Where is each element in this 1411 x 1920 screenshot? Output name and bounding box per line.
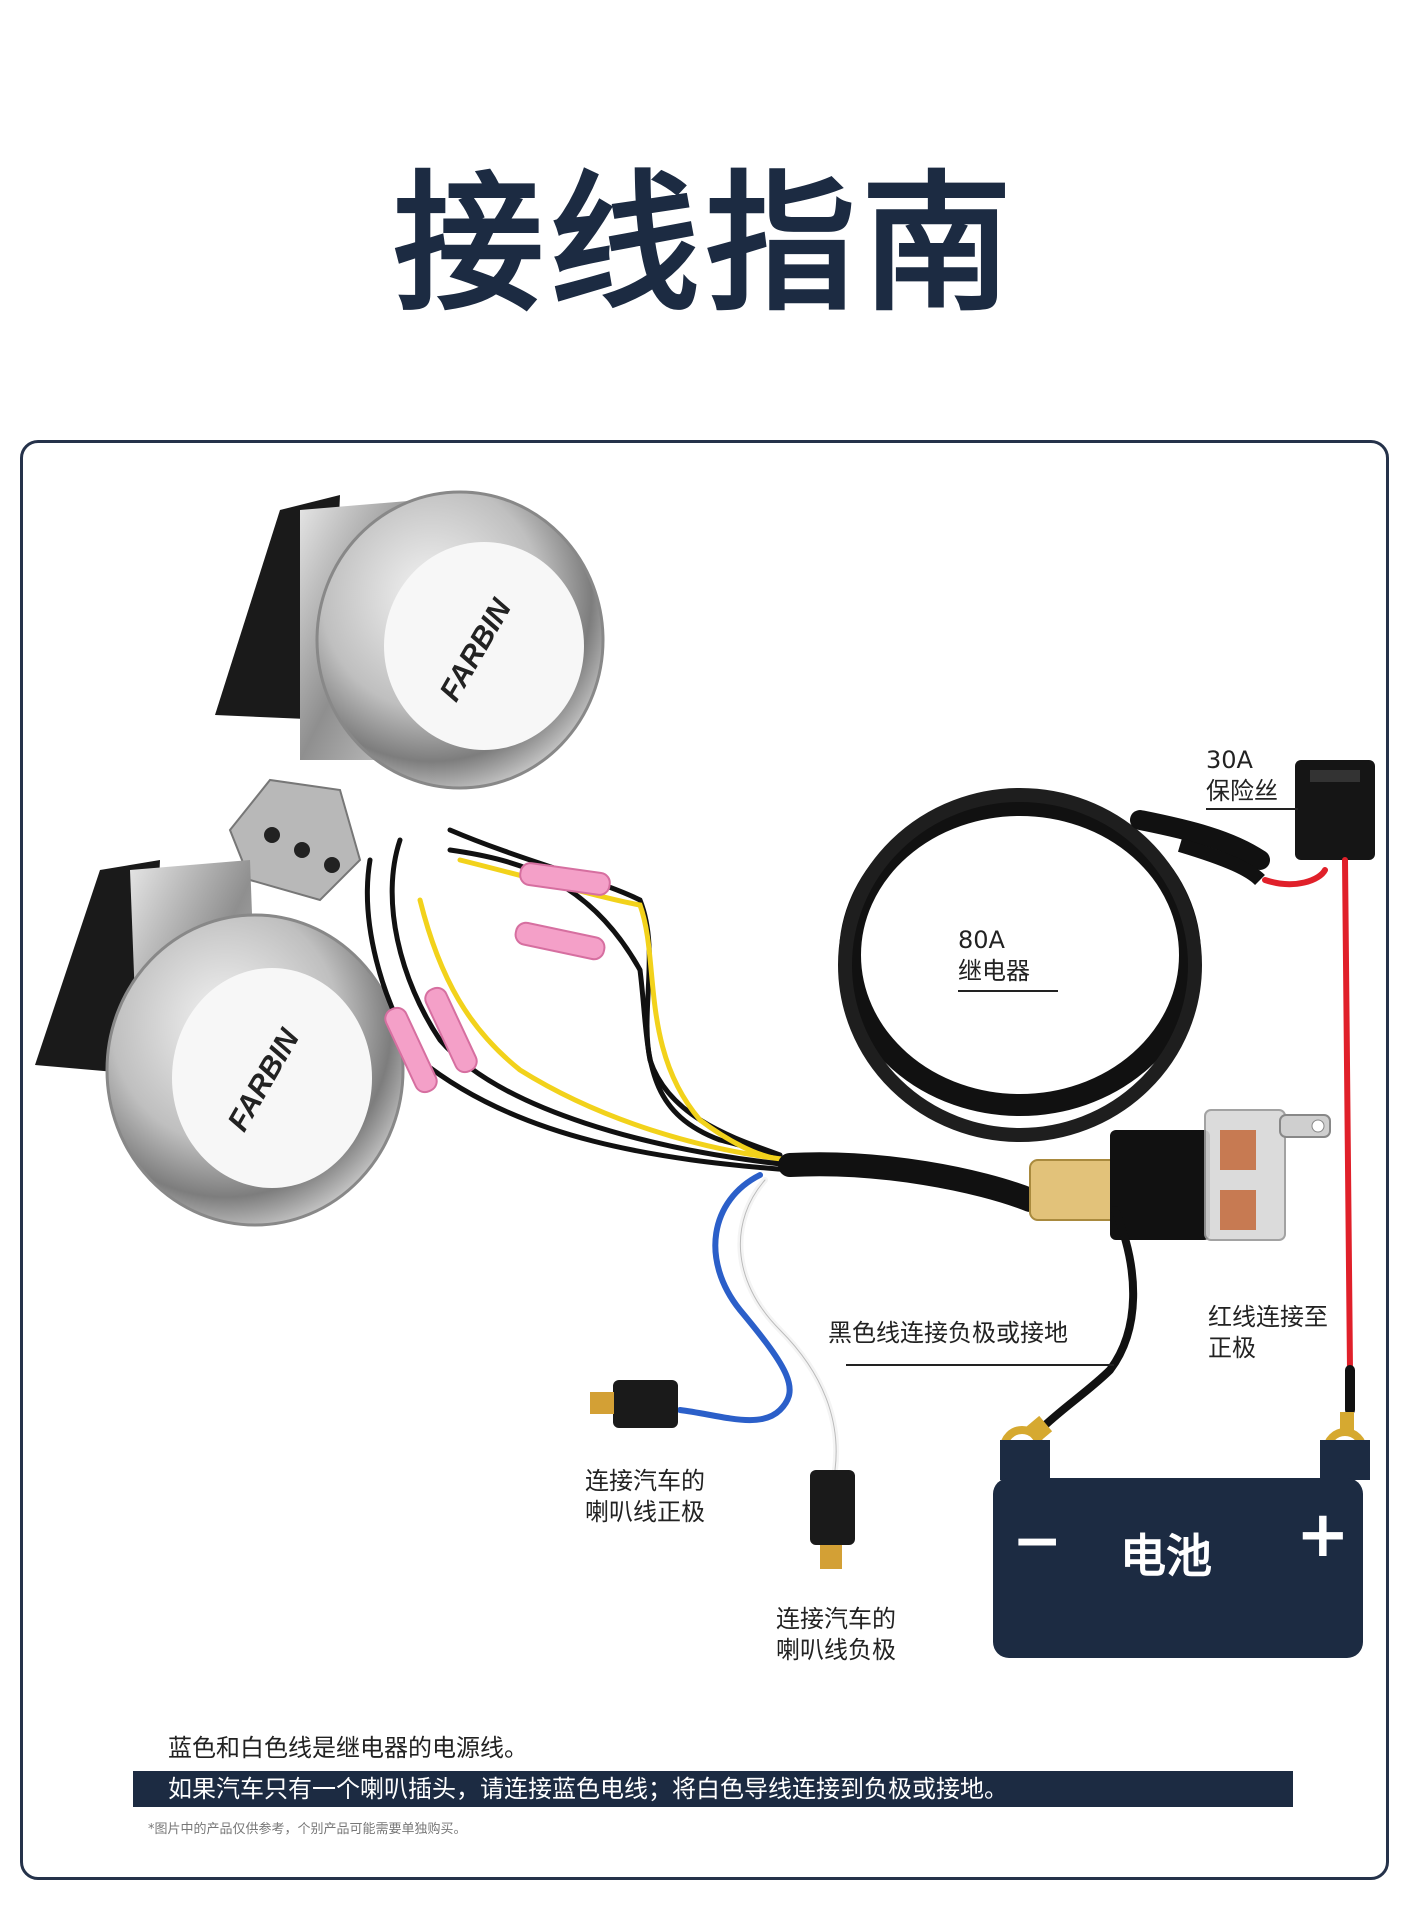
horn-top: FARBIN bbox=[215, 490, 605, 790]
battery-plus-sign: + bbox=[1296, 1498, 1350, 1572]
relay-label: 80A 继电器 bbox=[958, 926, 1030, 986]
horn-positive-label: 连接汽车的 喇叭线正极 bbox=[585, 1467, 705, 1527]
relay bbox=[1029, 1109, 1331, 1241]
battery-label: 电池 bbox=[1120, 1529, 1212, 1583]
red-wire bbox=[1262, 857, 1355, 1415]
mounting-bracket bbox=[228, 778, 362, 902]
horn-wires bbox=[365, 827, 793, 1173]
note-single-plug: 如果汽车只有一个喇叭插头，请连接蓝色电线；将白色导线连接到负极或接地。 bbox=[168, 1775, 1008, 1803]
battery-minus-sign: − bbox=[1012, 1506, 1063, 1576]
diagram-frame bbox=[20, 440, 1389, 1880]
horn-bottom: FARBIN bbox=[35, 860, 405, 1227]
horn-negative-label: 连接汽车的 喇叭线负极 bbox=[776, 1605, 896, 1665]
fuse-label: 30A 保险丝 bbox=[1206, 746, 1278, 806]
black-wire-label: 黑色线连接负极或接地 bbox=[828, 1319, 1068, 1347]
fuse-holder bbox=[1177, 760, 1375, 886]
horn-positive-plug bbox=[590, 1380, 678, 1428]
relay-leader-line bbox=[958, 990, 1058, 992]
horn-negative-plug bbox=[810, 1470, 855, 1569]
red-wire-label: 红线连接至 正极 bbox=[1208, 1303, 1328, 1363]
fuse-leader-line bbox=[1206, 808, 1298, 810]
battery bbox=[993, 1440, 1370, 1658]
page-title: 接线指南 bbox=[393, 158, 1018, 332]
black-wire-leader-line bbox=[846, 1364, 1114, 1366]
black-ground-wire bbox=[1036, 1206, 1138, 1434]
note-power-wires: 蓝色和白色线是继电器的电源线。 bbox=[168, 1734, 528, 1762]
note-highlight-bar bbox=[133, 1771, 1293, 1807]
disclaimer-text: *图片中的产品仅供参考，个别产品可能需要单独购买。 bbox=[148, 1822, 467, 1837]
relay-harness bbox=[778, 788, 1270, 1212]
trigger-wires bbox=[677, 1172, 840, 1473]
